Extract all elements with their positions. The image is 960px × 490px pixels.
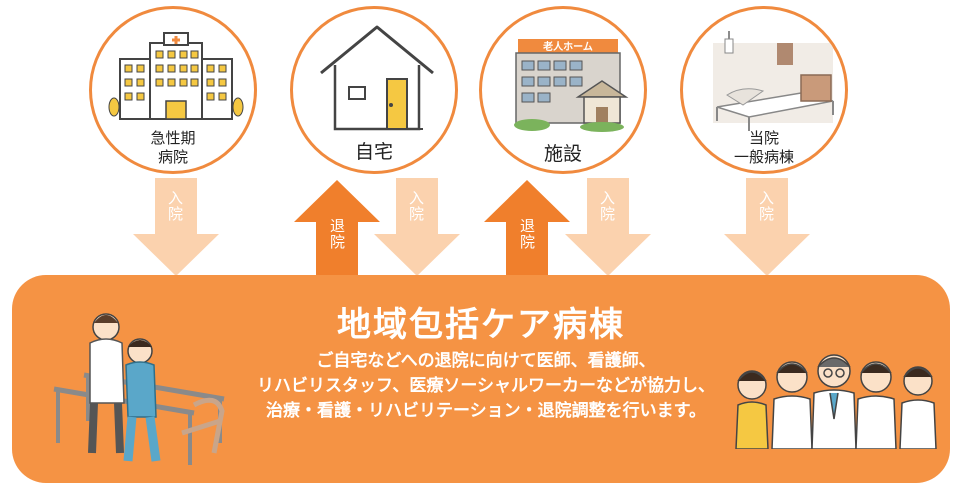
admit-arrow bbox=[565, 178, 651, 276]
node-label-line: 一般病棟 bbox=[733, 148, 794, 166]
admit-arrow-label: 入院 bbox=[407, 190, 425, 222]
care-staff-illustration bbox=[735, 354, 937, 449]
discharge-arrow-label: 退院 bbox=[328, 218, 346, 250]
panel-title: 地域包括ケア病棟 bbox=[337, 305, 625, 345]
admit-arrow bbox=[724, 178, 810, 276]
node-acute-hospital: 急性期 病院 bbox=[89, 6, 257, 174]
node-label-line: 自宅 bbox=[354, 141, 393, 163]
node-label-line: 急性期 bbox=[150, 129, 196, 147]
admit-arrow-label: 入院 bbox=[166, 190, 184, 222]
node-label-line: 当院 bbox=[748, 129, 779, 147]
admit-arrow bbox=[133, 178, 219, 276]
description-line: 治療・看護・リハビリテーション・退院調整を行います。 bbox=[266, 401, 706, 421]
description-line: リハビリスタッフ、医療ソーシャルワーカーなどが協力し、 bbox=[257, 376, 715, 396]
hospital-bed-icon bbox=[713, 31, 834, 131]
node-general-ward: 当院 一般病棟 bbox=[680, 6, 848, 174]
community-care-ward-panel: 地域包括ケア病棟 ご自宅などへの退院に向けて医師、看護師、 リハビリスタッフ、医… bbox=[12, 275, 950, 483]
nursing-home-icon: 老人ホーム bbox=[514, 39, 629, 132]
hospital-icon bbox=[108, 32, 244, 120]
rehabilitation-illustration bbox=[53, 313, 225, 465]
node-label-line: 病院 bbox=[157, 148, 188, 166]
admit-arrow bbox=[374, 178, 460, 276]
description-line: ご自宅などへの退院に向けて医師、看護師、 bbox=[316, 351, 656, 371]
node-home: 自宅 bbox=[290, 6, 458, 174]
discharge-arrow-label: 退院 bbox=[518, 218, 536, 250]
admit-arrow-label: 入院 bbox=[757, 190, 775, 222]
node-facility: 老人ホーム 施設 bbox=[479, 6, 647, 174]
admit-arrow-label: 入院 bbox=[598, 190, 616, 222]
facility-sign: 老人ホーム bbox=[542, 40, 593, 53]
discharge-arrow bbox=[484, 180, 570, 278]
panel-description: ご自宅などへの退院に向けて医師、看護師、 リハビリスタッフ、医療ソーシャルワーカ… bbox=[212, 349, 760, 424]
node-label-line: 施設 bbox=[543, 143, 582, 165]
house-icon bbox=[320, 25, 434, 131]
discharge-arrow bbox=[294, 180, 380, 278]
